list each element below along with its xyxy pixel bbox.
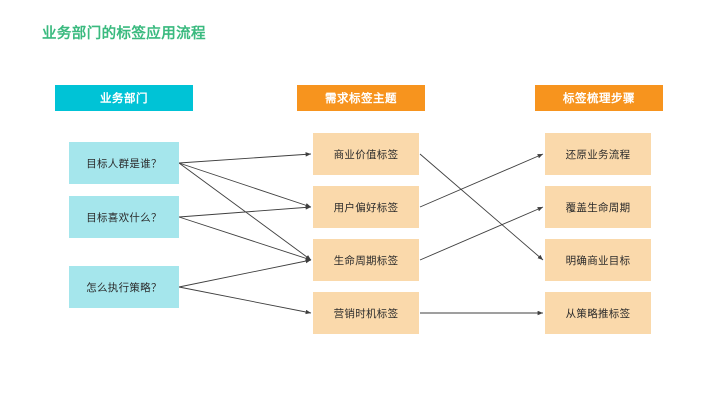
- node-label: 目标喜欢什么？: [86, 211, 162, 224]
- column-header-tag-sorting-steps: 标签梳理步骤: [535, 85, 663, 111]
- node-label: 生命周期标签: [333, 254, 399, 267]
- node-label: 从策略推标签: [565, 307, 631, 320]
- node-label: 还原业务流程: [565, 148, 631, 161]
- node-step-cover-lifecycle[interactable]: 覆盖生命周期: [545, 186, 651, 228]
- edge-q-preference-to-tag-user-preference: [178, 205, 312, 218]
- edge-tag-lifecycle-to-step-cover-lifecycle: [419, 206, 544, 261]
- edge-q-audience-to-tag-business-value: [178, 152, 312, 164]
- node-label: 目标人群是谁？: [86, 157, 162, 170]
- edge-tag-user-preference-to-step-restore-process: [419, 153, 544, 208]
- node-label: 营销时机标签: [333, 307, 399, 320]
- edge-q-preference-to-tag-lifecycle: [178, 216, 312, 261]
- edge-q-strategy-to-tag-marketing-timing: [178, 286, 312, 315]
- node-q-audience[interactable]: 目标人群是谁？: [69, 142, 179, 184]
- node-step-tag-from-strategy[interactable]: 从策略推标签: [545, 292, 651, 334]
- column-header-business-department: 业务部门: [55, 85, 193, 111]
- edge-q-strategy-to-tag-lifecycle: [178, 258, 312, 288]
- node-label: 商业价值标签: [333, 148, 399, 161]
- node-tag-marketing-timing[interactable]: 营销时机标签: [313, 292, 419, 334]
- node-q-preference[interactable]: 目标喜欢什么？: [69, 196, 179, 238]
- edge-q-audience-to-tag-user-preference: [178, 162, 312, 208]
- node-label: 用户偏好标签: [333, 201, 399, 214]
- node-label: 明确商业目标: [565, 254, 631, 267]
- edge-q-audience-to-tag-lifecycle: [178, 162, 312, 261]
- page-title: 业务部门的标签应用流程: [42, 26, 206, 42]
- node-label: 覆盖生命周期: [565, 201, 631, 214]
- edge-tag-business-value-to-step-clarify-goal: [419, 153, 544, 261]
- node-tag-user-preference[interactable]: 用户偏好标签: [313, 186, 419, 228]
- column-header-demand-tag-theme: 需求标签主题: [297, 85, 425, 111]
- node-q-strategy[interactable]: 怎么执行策略？: [69, 266, 179, 308]
- node-step-clarify-goal[interactable]: 明确商业目标: [545, 239, 651, 281]
- node-label: 怎么执行策略？: [86, 281, 162, 294]
- node-tag-lifecycle[interactable]: 生命周期标签: [313, 239, 419, 281]
- node-tag-business-value[interactable]: 商业价值标签: [313, 133, 419, 175]
- node-step-restore-process[interactable]: 还原业务流程: [545, 133, 651, 175]
